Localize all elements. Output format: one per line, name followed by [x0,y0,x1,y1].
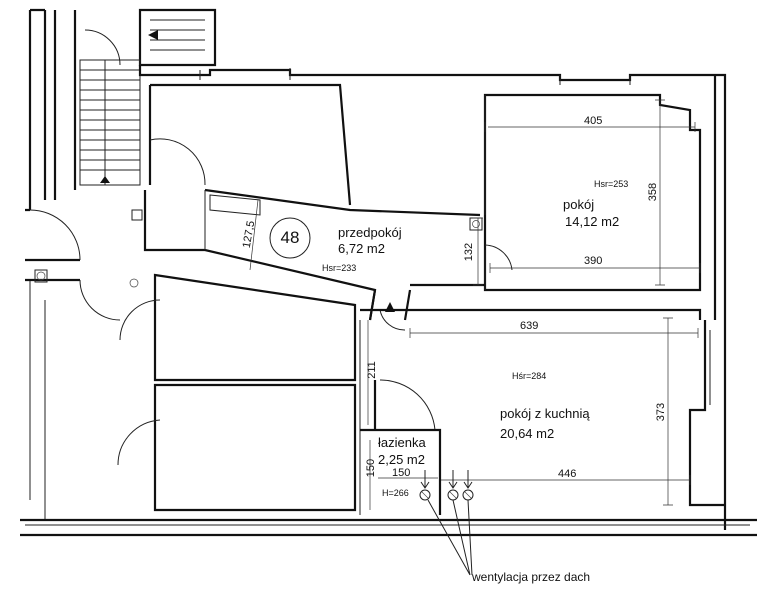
dim-room-width-bottom: 390 [584,255,602,267]
kitchen-height: Hśr=284 [512,371,546,381]
room-przedpokoj [129,138,485,331]
dim-kitchen-height: 373 [655,403,667,421]
entry-arrow-icon [385,302,395,312]
kitchen-name: pokój z kuchnią [500,406,590,421]
hall-area: 6,72 m2 [338,241,385,256]
room-name: pokój [563,197,594,212]
room-area: 14,12 m2 [565,214,619,229]
bath-area: 2,25 m2 [378,452,425,467]
dim-kitchen-width-bottom: 446 [558,468,576,480]
stair-arrow-icon [148,30,158,40]
dim-bath-height: 150 [365,459,377,477]
hall-height: Hsr=233 [322,263,356,273]
neighbour-rooms [20,273,757,537]
ventilation-ducts [419,470,474,576]
dim-hall-depth: 132 [463,243,475,261]
dim-hall-width: 127,5 [241,220,258,249]
kitchen-area: 20,64 m2 [500,426,554,441]
room-pokoj [469,93,702,292]
dim-room-width-top: 405 [584,115,602,127]
outer-walls [138,65,727,530]
dim-room-height: 358 [647,183,659,201]
ventilation-label: wentylacja przez dach [471,570,590,584]
room-height: Hsr=253 [594,179,628,189]
hall-name: przedpokój [338,225,402,240]
apartment-number: 48 [281,228,300,247]
dim-bath-width: 150 [392,467,410,479]
room-lazienka [360,380,442,515]
stairwell [25,8,217,520]
bath-height: H=266 [382,488,409,498]
bath-name: łazienka [378,435,426,450]
dim-corridor-length: 211 [366,361,378,379]
dim-kitchen-width: 639 [520,320,538,332]
stair-down-arrow-icon [100,176,110,183]
